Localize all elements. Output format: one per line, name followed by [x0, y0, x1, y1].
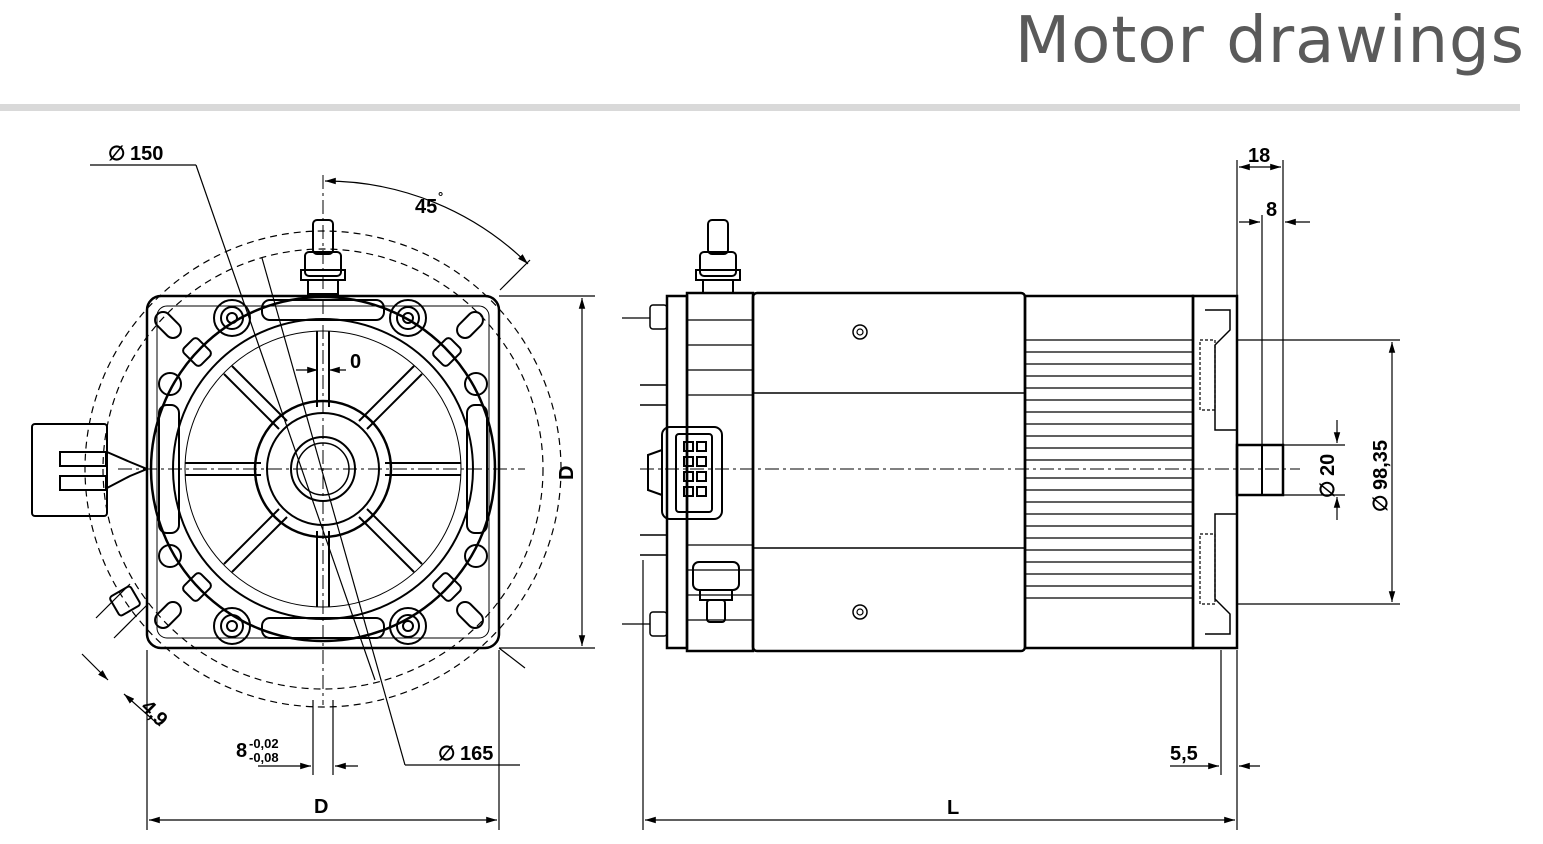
dim-angle-45: 45	[415, 196, 437, 218]
motor-housing	[751, 291, 1027, 653]
side-view	[640, 219, 1300, 653]
end-cap-fins	[687, 319, 753, 621]
dim-dia-150: 150	[130, 143, 163, 165]
dim-length-L: L	[947, 797, 959, 819]
front-dimension-labels: ∅ 150 45 ° 0 D D 4,9 8 -0,02 -0,08 ∅ 165	[108, 143, 578, 818]
drive-end-bell	[1191, 294, 1239, 650]
dim-key-tol-lower: -0,08	[249, 750, 279, 765]
side-bottom-terminal	[692, 561, 740, 623]
dim-pilot-dia-symbol: ∅	[1370, 495, 1392, 512]
dim-dia-150-symbol: ∅	[108, 143, 125, 165]
dim-shaft-dia-20: 20	[1317, 454, 1339, 476]
dim-shaft-key-8: 8	[1266, 199, 1277, 221]
page-title: Motor drawings	[1014, 4, 1525, 78]
bolt-circle-150	[102, 248, 544, 690]
dim-hole-4-9: 4,9	[136, 696, 171, 731]
dim-shaft-dia-symbol: ∅	[1317, 481, 1339, 498]
side-connector	[647, 426, 723, 520]
mounting-holes	[158, 372, 488, 568]
dim-pilot-depth-5-5: 5,5	[1170, 743, 1198, 765]
shaft	[1235, 443, 1285, 497]
bolt-heads	[213, 299, 427, 645]
dim-shaft-total-18: 18	[1248, 145, 1270, 167]
dim-key-offset: 0	[350, 351, 361, 373]
side-dimension-labels: 18 8 ∅ 20 ∅ 98,35 5,5 L	[947, 145, 1392, 819]
front-dimensions	[81, 164, 595, 830]
dim-key-width: 8	[236, 740, 247, 762]
dim-flange-height: D	[556, 466, 578, 480]
title-divider	[0, 104, 1520, 111]
dim-angle-unit: °	[438, 189, 443, 204]
front-view	[31, 175, 562, 708]
dim-key-tol-upper: -0,02	[249, 736, 279, 751]
front-lower-stud	[109, 585, 141, 617]
dim-dia-165-symbol: ∅	[438, 743, 455, 765]
housing-fins	[1025, 339, 1193, 599]
side-terminal-post	[695, 219, 741, 294]
dim-flange-width: D	[314, 796, 328, 818]
front-connector	[31, 423, 150, 517]
side-dimensions	[622, 160, 1400, 830]
dim-dia-165: 165	[460, 743, 493, 765]
corner-slots	[154, 311, 484, 629]
finned-section	[1023, 294, 1195, 650]
dim-pilot-dia-98-35: 98,35	[1370, 440, 1392, 490]
